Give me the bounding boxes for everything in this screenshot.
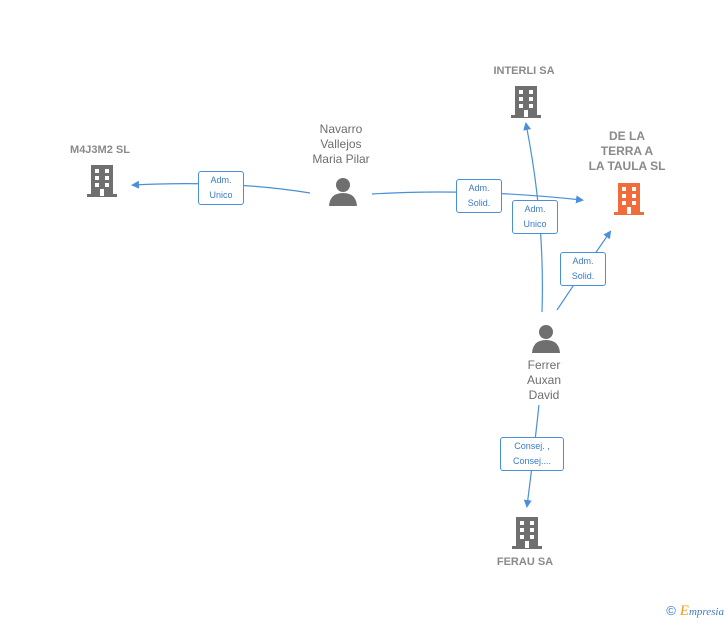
brand-footer[interactable]: ©Empresia	[666, 603, 724, 620]
copyright-symbol: ©	[666, 603, 676, 618]
person-icon[interactable]	[328, 177, 358, 207]
edge-label-ferrer-ferau: Consej. , Consej....	[500, 437, 564, 471]
company-label-m4j3m2[interactable]: M4J3M2 SL	[70, 144, 130, 156]
company-label-ferau[interactable]: FERAU SA	[496, 556, 554, 568]
brand-name: mpresia	[688, 606, 724, 618]
edge-label-ferrer-interli: Adm. Unico	[512, 200, 558, 234]
edge-label-navarro-m4j3m2: Adm. Unico	[198, 171, 244, 205]
edge-label-navarro-delaterra: Adm. Solid.	[456, 179, 502, 213]
building-focus-icon[interactable]	[612, 181, 646, 216]
person-icon[interactable]	[531, 324, 561, 354]
brand-initial: E	[679, 603, 689, 619]
building-icon[interactable]	[509, 84, 543, 119]
company-label-delaterra[interactable]: DE LA TERRA A LA TAULA SL	[588, 129, 666, 173]
building-icon[interactable]	[510, 515, 544, 550]
edge-label-ferrer-delaterra: Adm. Solid.	[560, 252, 606, 286]
person-label-navarro[interactable]: Navarro Vallejos Maria Pilar	[312, 122, 370, 166]
building-icon[interactable]	[85, 163, 119, 198]
company-label-interli[interactable]: INTERLI SA	[493, 65, 555, 77]
person-label-ferrer[interactable]: Ferrer Auxan David	[526, 358, 562, 402]
